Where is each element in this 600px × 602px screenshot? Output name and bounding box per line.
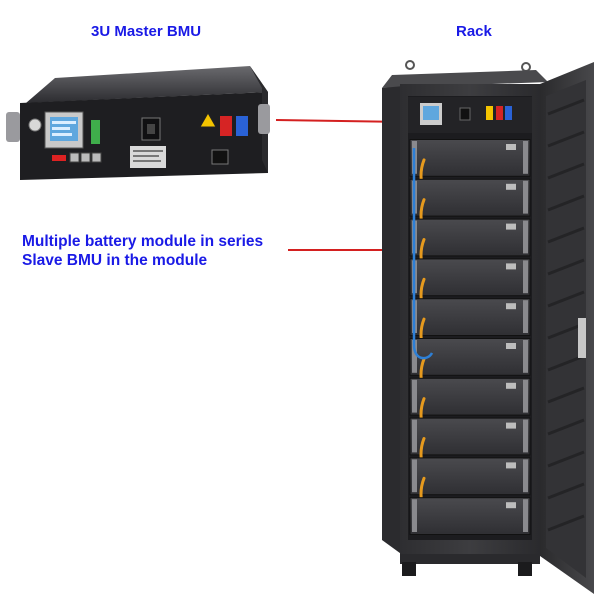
bmu-power-button (28, 118, 42, 132)
bmu-top-panel (26, 66, 268, 103)
module-left-handle (412, 379, 417, 413)
rack-label: Rack (456, 23, 492, 40)
rack-foot-left (402, 562, 416, 576)
door-vent-rib (547, 514, 585, 532)
lifting-eye-left (405, 60, 415, 70)
bmu-negative-connector (236, 116, 248, 136)
battery-modules-label-line1: Multiple battery module in series (22, 233, 264, 250)
rack-side-panel (382, 86, 404, 556)
module-slave-bmu-port (506, 502, 516, 509)
module-slave-bmu-port (506, 422, 516, 429)
module-right-handle (523, 419, 528, 453)
module-right-handle (523, 340, 528, 373)
module-left-handle (412, 459, 417, 493)
module-right-handle (523, 459, 528, 493)
module-slave-bmu-port (506, 303, 516, 310)
module-right-handle (523, 180, 528, 214)
door-vent-rib (547, 354, 585, 372)
communication-cable (412, 148, 434, 360)
module-right-handle (523, 141, 528, 174)
door-vent-rib (547, 162, 585, 180)
rack-door (540, 62, 594, 594)
module-left-handle (412, 340, 417, 373)
door-vent-rib (547, 258, 585, 276)
bmu-port-3 (91, 152, 102, 163)
module-right-handle (523, 300, 528, 333)
battery-modules-label: Multiple battery module in series Slave … (22, 232, 263, 270)
rack-bmu-screen (423, 106, 439, 120)
door-vent-rib (547, 290, 585, 308)
master-bmu-device (6, 66, 270, 180)
module-slave-bmu-port (506, 462, 516, 469)
rack-cabinet (382, 60, 548, 576)
rack-door-handle (578, 318, 586, 358)
door-vent-rib (547, 194, 585, 212)
module-right-handle (523, 220, 528, 254)
master-bmu-label: 3U Master BMU (91, 23, 202, 40)
door-vent-rib (547, 386, 585, 404)
bmu-right-handle (258, 104, 270, 134)
battery-module-stack (409, 139, 531, 536)
door-vent-rib (547, 482, 585, 500)
lifting-eye-right (521, 62, 531, 72)
rack-top (382, 70, 548, 88)
module-slave-bmu-port (506, 263, 516, 270)
module-slave-bmu-port (506, 382, 516, 389)
module-right-handle (523, 499, 528, 532)
module-right-handle (523, 379, 528, 413)
door-vent-rib (547, 98, 585, 116)
door-vent-rib (547, 450, 585, 468)
rack-foot-right (518, 562, 532, 576)
rack-base (400, 554, 540, 564)
bmu-left-handle (6, 112, 20, 142)
module-slave-bmu-port (506, 144, 516, 150)
door-vent-rib (547, 418, 585, 436)
warning-icon (199, 111, 217, 128)
door-vent-rib (547, 130, 585, 148)
bmu-terminal-block (91, 120, 100, 144)
module-slave-bmu-port (506, 183, 516, 190)
battery-modules-label-line2: Slave BMU in the module (22, 252, 208, 269)
bmu-positive-connector (220, 116, 232, 136)
module-slave-bmu-port (506, 223, 516, 230)
module-right-handle (523, 260, 528, 294)
module-left-handle (412, 499, 417, 532)
bmu-aux-socket (211, 149, 229, 165)
module-left-handle (412, 419, 417, 453)
bmu-port-1 (69, 152, 80, 163)
bmu-dip-switch (52, 155, 66, 161)
module-slave-bmu-port (506, 343, 516, 349)
door-vent-rib (547, 226, 585, 244)
bmu-port-2 (80, 152, 91, 163)
